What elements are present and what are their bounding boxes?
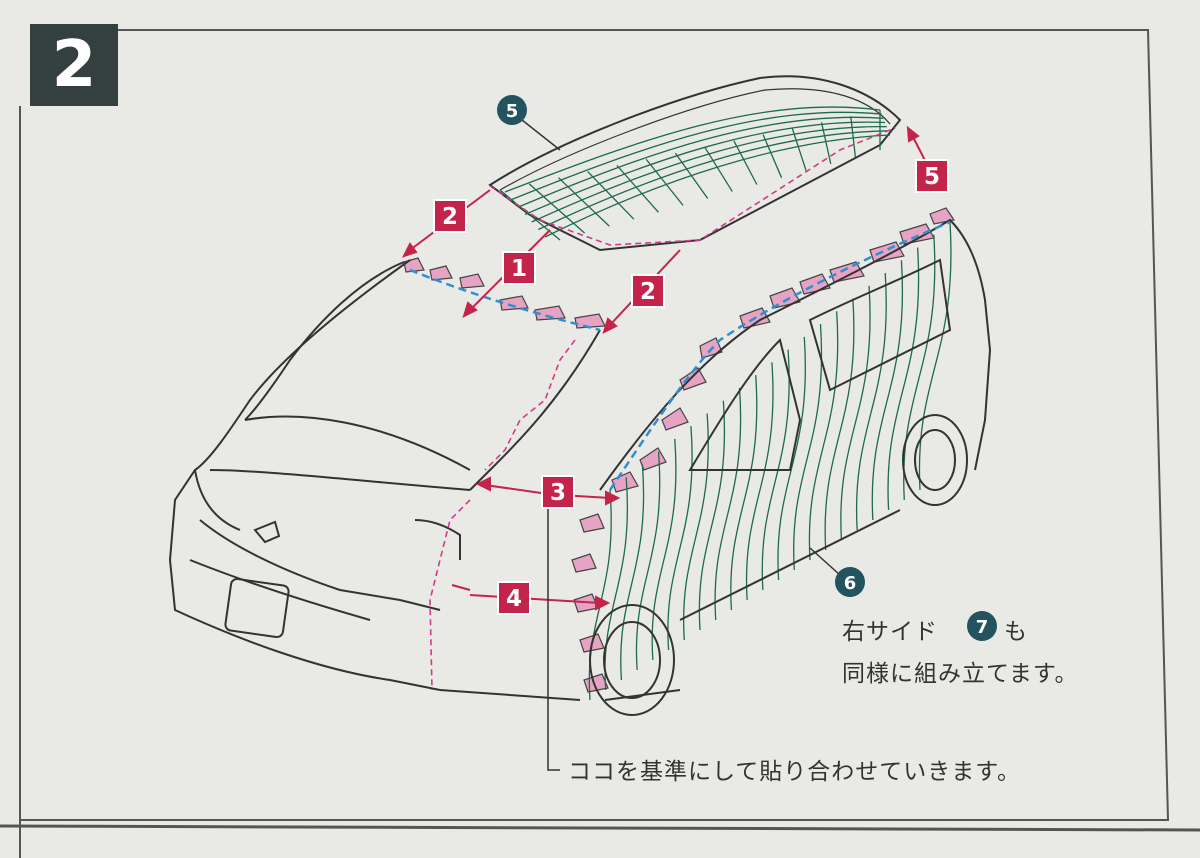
red-callout-2-box-right: [631, 274, 665, 308]
red-callout-badges: [433, 159, 949, 615]
red-callout-1-box: [502, 251, 536, 285]
teal-callout-5-circle: [497, 95, 527, 125]
side-panel-line: [871, 260, 903, 521]
teal-callout-badges: [497, 95, 997, 641]
step-number-badge: 2: [30, 24, 118, 106]
red-callout-5: 5: [924, 164, 940, 190]
roof-panel: [488, 75, 902, 252]
roof-panel-line: [499, 189, 561, 241]
leader-lines: [521, 119, 841, 771]
side-panel-line: [682, 413, 709, 641]
guide-lines: [409, 220, 951, 491]
side-panel-line: [808, 311, 839, 561]
red-callout-2-right: 2: [640, 279, 656, 305]
red-callout-1: 1: [511, 256, 527, 282]
teal-callout-7: 7: [976, 617, 989, 638]
fold-lines: [429, 127, 896, 691]
roof-panel-line: [733, 140, 758, 185]
roof-panel-lines: [499, 106, 891, 241]
red-callout-2-box-left: [433, 199, 467, 233]
side-panel-line: [667, 426, 693, 651]
roof-panel-line: [587, 171, 635, 220]
side-panel-line: [635, 451, 661, 671]
teal-callout-7-circle: [967, 611, 997, 641]
roof-panel-line: [558, 177, 610, 227]
side-panel-line: [903, 234, 936, 501]
teal-callout-5: 5: [506, 101, 519, 122]
side-panel-line: [698, 400, 726, 631]
side-panel-line: [855, 273, 887, 531]
red-callout-3-box: [541, 475, 575, 509]
roof-panel-line: [544, 134, 891, 238]
side-panel-line: [730, 375, 758, 611]
red-callout-2-left: 2: [442, 204, 458, 230]
teal-callout-6-circle: [835, 567, 865, 597]
roof-panel-line: [518, 116, 884, 208]
red-callout-5-box: [915, 159, 949, 193]
side-panel-line: [824, 298, 855, 551]
side-panel-line: [604, 477, 629, 691]
side-body-outline: [589, 218, 992, 716]
car-body-outline: [168, 259, 601, 701]
side-panel-line: [777, 336, 806, 581]
teal-callout-6: 6: [844, 573, 857, 594]
roof-panel-line: [504, 106, 881, 193]
reference-note: ココを基準にして貼り合わせていきます。: [568, 759, 1022, 785]
roof-panel-line: [511, 111, 882, 201]
roof-panel-line: [528, 183, 586, 234]
side-panel-line: [918, 221, 952, 491]
right-side-note-prefix: 右サイド: [842, 619, 938, 645]
side-panel-line: [745, 362, 774, 601]
side-panel-line: [840, 285, 871, 541]
roof-panel-line: [538, 130, 889, 231]
roof-panel-line: [762, 134, 783, 178]
red-callout-3: 3: [550, 480, 566, 506]
red-callout-4-box: [497, 581, 531, 615]
roof-panel-line: [531, 126, 887, 223]
side-panel-line: [714, 387, 742, 621]
roof-panel-line: [791, 128, 807, 171]
roof-panel-line: [645, 158, 684, 206]
side-panel-lines: [588, 221, 952, 701]
right-side-note-suffix: も: [1004, 619, 1028, 645]
side-panel-line: [761, 349, 790, 591]
side-panel-line: [793, 324, 823, 571]
side-panel-line: [651, 438, 677, 661]
side-panel-line: [620, 464, 645, 681]
assemble-same-note: 同様に組み立てます。: [842, 661, 1079, 687]
roof-panel-line: [524, 121, 886, 216]
roof-panel-line: [616, 164, 659, 213]
red-callout-4: 4: [506, 586, 522, 612]
roof-panel-line: [820, 122, 832, 164]
frame-line: [20, 29, 1170, 821]
next-step-divider: [0, 824, 1200, 832]
side-panel-line: [887, 247, 920, 511]
